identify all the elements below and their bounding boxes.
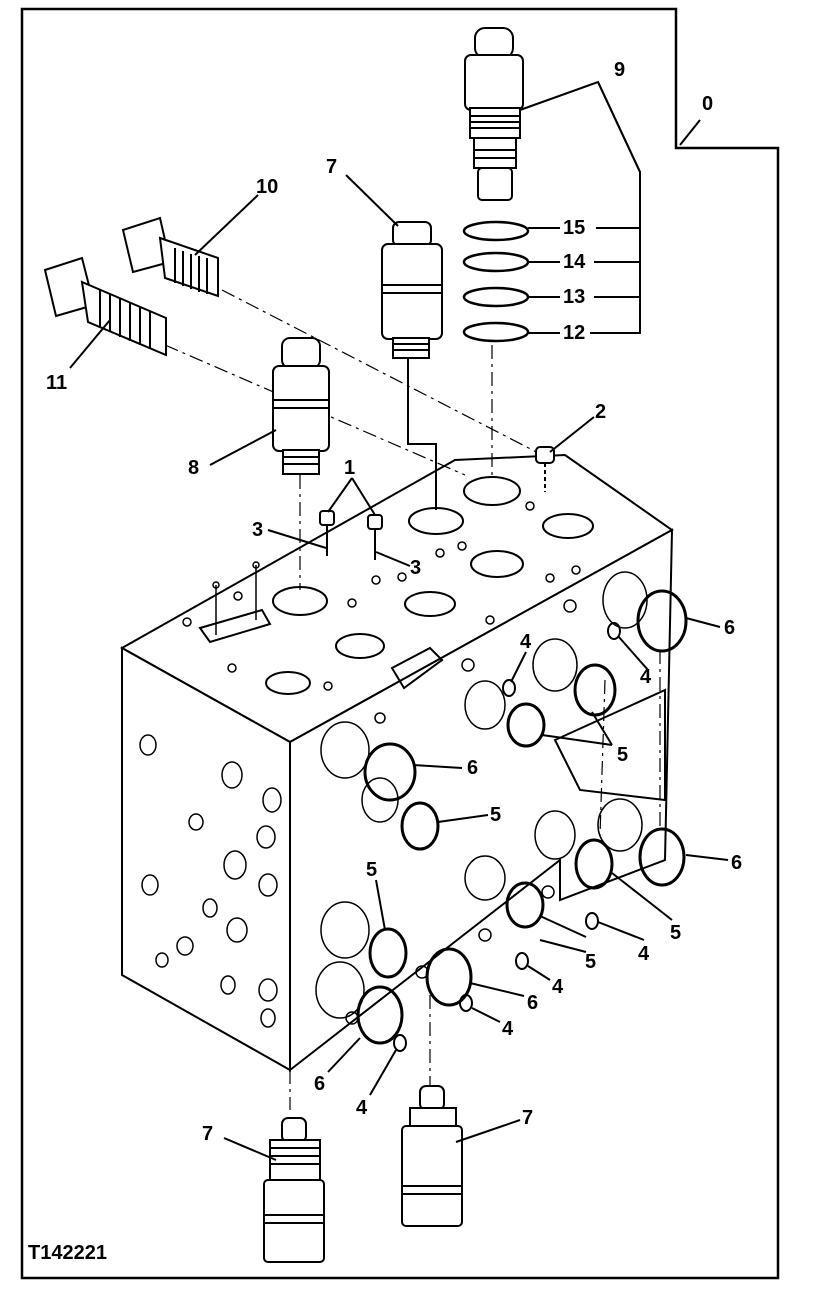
callout-11: 11 (46, 372, 67, 394)
plug-2 (535, 446, 555, 492)
callout-labels: 0 9 15 14 13 12 7 10 11 8 2 1 3 3 6 4 4 … (46, 59, 742, 1145)
callout-3-right: 3 (410, 557, 421, 579)
callout-4-c: 4 (638, 943, 650, 965)
callout-8: 8 (188, 457, 199, 479)
plug-1-left (319, 510, 335, 556)
cartridge-7-bottom-left (263, 1117, 325, 1263)
callout-12: 12 (563, 322, 585, 344)
callout-14: 14 (563, 251, 586, 273)
callout-0: 0 (702, 93, 713, 115)
callout-6-a: 6 (724, 617, 735, 639)
callout-15: 15 (563, 217, 585, 239)
callout-2: 2 (595, 401, 606, 423)
callout-6-d: 6 (527, 992, 538, 1014)
callout-13: 13 (563, 286, 585, 308)
callout-4-e: 4 (502, 1018, 514, 1040)
callout-5-b: 5 (490, 804, 501, 826)
o-ring-stack (462, 220, 530, 343)
callout-7-bottom-left: 7 (202, 1123, 213, 1145)
cartridge-7-bottom-right (401, 1085, 463, 1227)
figure-id: T142221 (28, 1242, 107, 1264)
callout-6-e: 6 (314, 1073, 325, 1095)
bolt-10 (121, 216, 219, 298)
cartridge-8 (272, 337, 330, 475)
callout-7-bottom-right: 7 (522, 1107, 533, 1129)
leader-lines (69, 80, 729, 1161)
callout-4-b: 4 (520, 631, 532, 653)
callout-3-left: 3 (252, 519, 263, 541)
callout-10: 10 (256, 176, 278, 198)
callout-4-d: 4 (552, 976, 564, 998)
callout-4-a: 4 (640, 666, 652, 688)
callout-5-a: 5 (617, 744, 628, 766)
valve-body (119, 453, 674, 1073)
bolt-11 (43, 256, 167, 357)
pins-3 (212, 561, 260, 635)
o-rings-front (356, 589, 688, 1045)
cartridge-7-top (381, 221, 443, 359)
small-o-rings-4 (393, 622, 621, 1052)
callout-7-top: 7 (326, 156, 337, 178)
callout-4-f: 4 (356, 1097, 368, 1119)
callout-5-e: 5 (585, 951, 596, 973)
callout-1: 1 (344, 457, 355, 479)
callout-5-c: 5 (366, 859, 377, 881)
group-outline (20, 7, 780, 1280)
callout-6-b: 6 (467, 757, 478, 779)
relief-valve-9 (464, 27, 524, 201)
callout-9: 9 (614, 59, 625, 81)
callout-6-c: 6 (731, 852, 742, 874)
callout-5-d: 5 (670, 922, 681, 944)
